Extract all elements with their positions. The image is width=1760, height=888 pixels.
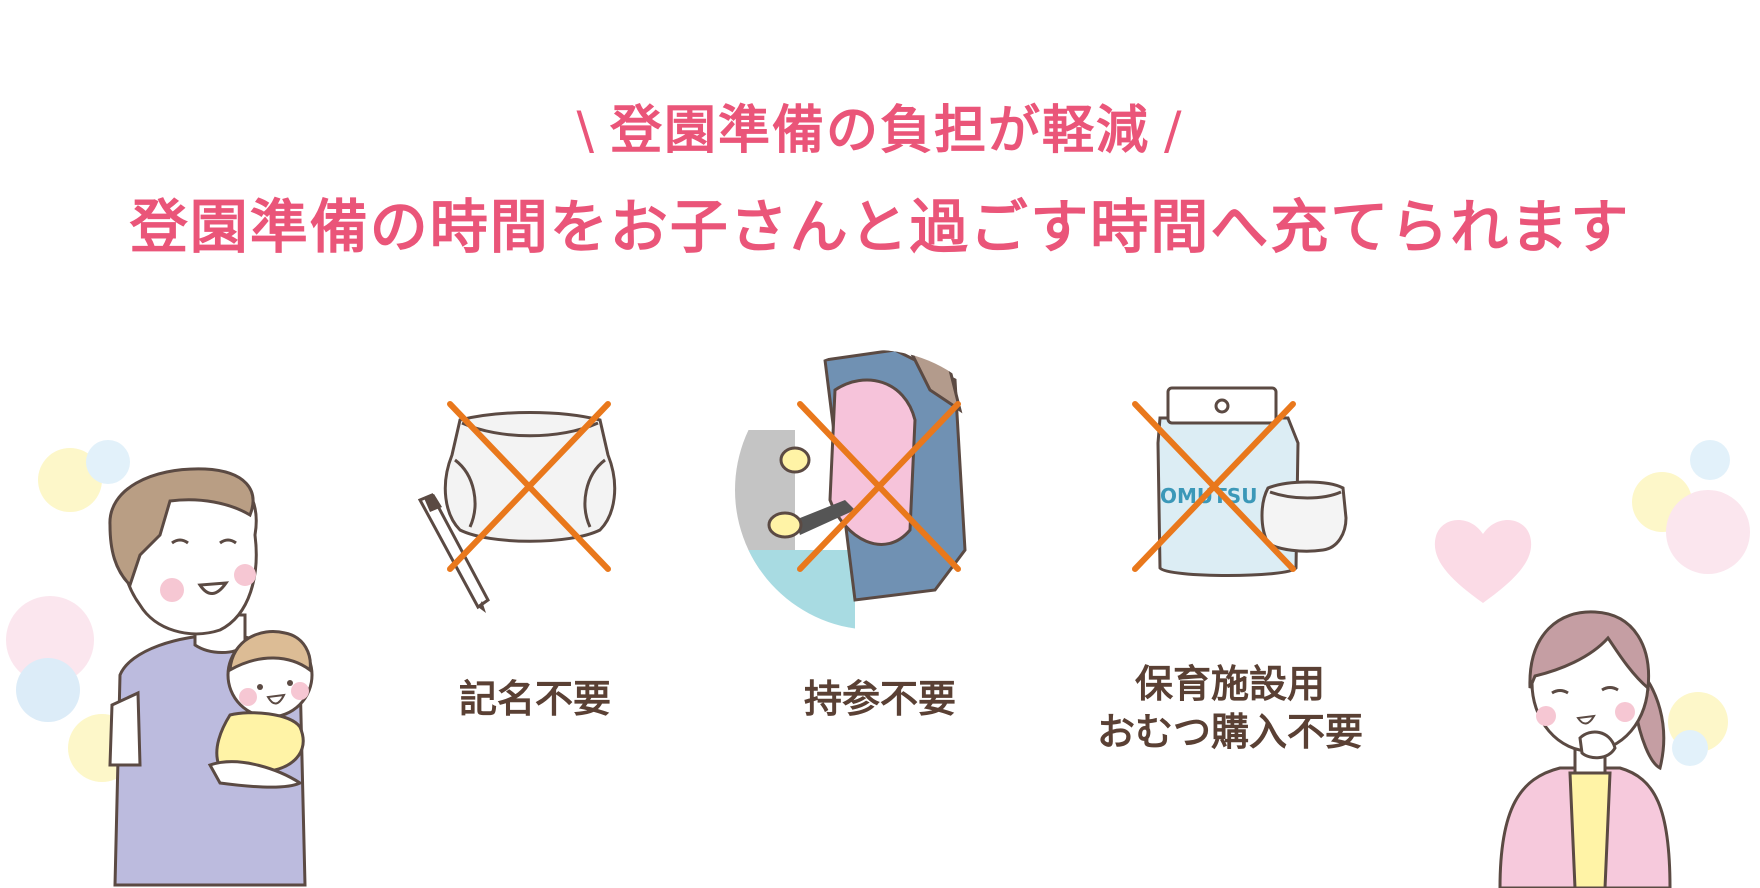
label-line-1: 保育施設用 [1134,662,1325,706]
subtitle-text: 登園準備の負担が軽減 [609,101,1150,161]
label-no-name-writing: 記名不要 [458,677,611,721]
headline: 登園準備の時間をお子さんと過ごす時間へ充てられます [129,193,1631,261]
subtitle: \登園準備の負担が軽減/ [0,88,1760,163]
father-with-baby-illustration [108,467,314,887]
cross-icon [1132,401,1296,572]
heart-icon [1434,519,1532,603]
subtitle-right-slash: / [1164,101,1184,161]
label-line-2: おむつ購入不要 [1096,710,1363,754]
cross-icon [797,401,961,572]
cross-icon [447,401,611,572]
subtitle-left-slash: \ [576,101,596,161]
label-no-diaper-purchase: 保育施設用 おむつ購入不要 [1060,660,1400,756]
label-no-bringing: 持参不要 [803,677,956,721]
mother-illustration [1498,610,1672,888]
